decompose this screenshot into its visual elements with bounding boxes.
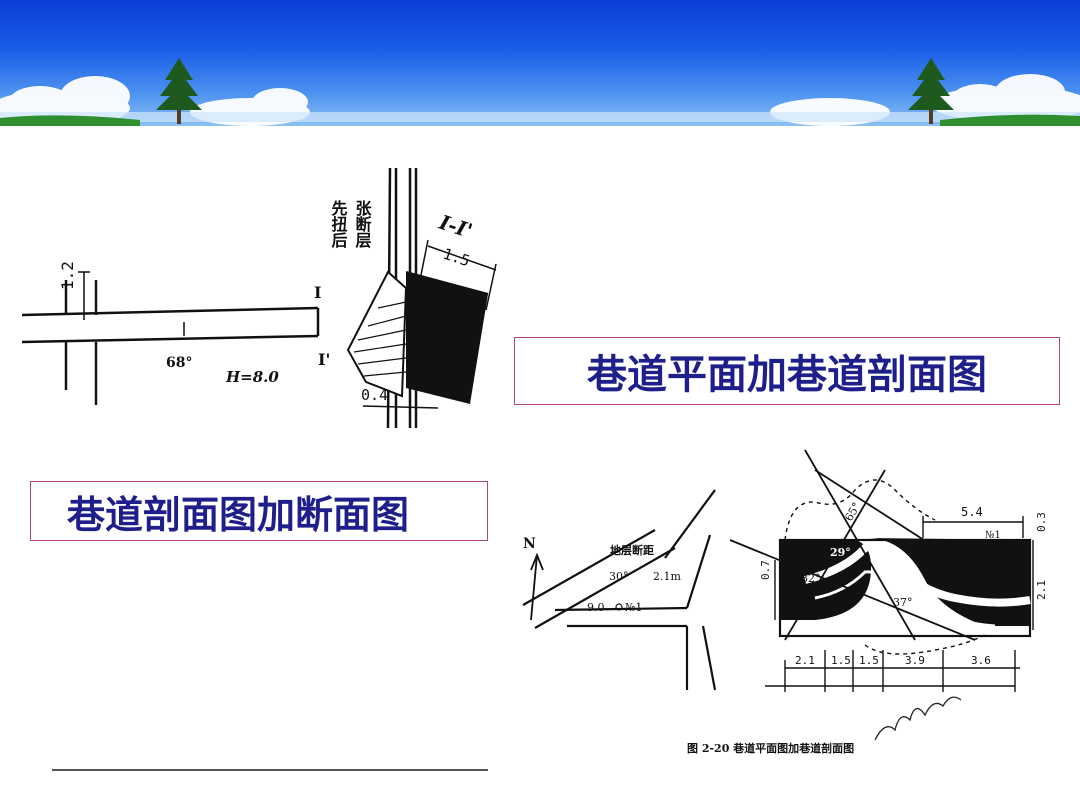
bottom-dim-2: 1.5 [831,654,851,667]
footer-divider [52,769,488,771]
angle-37-label: 37° [893,596,913,609]
section-profile-title: 巷道剖面图加断面图 [67,491,410,537]
mark-i: I [314,283,321,302]
tunnel-plan-drawing: N 地层断距 30° 2.1m 9.0 №1 29° 32° 37° 65° [522,449,1048,755]
bottom-dim-1: 2.1 [795,654,815,667]
seam-label-left: №1 [625,601,642,614]
angle-label: 68° [166,355,192,371]
bottom-dim-4: 3.9 [905,654,925,667]
north-arrow-icon [530,552,544,621]
tree-icon [156,58,202,124]
grass-left [0,115,140,126]
header-banner [0,0,1080,126]
dim-side-label: 1.2 [58,261,77,290]
dim-07-label: 0.7 [759,560,772,580]
fault-stack-col1: 先扭后 [329,199,348,249]
dim-03-label: 0.3 [1035,512,1048,532]
tunnel-section-drawing: 1.2 68° H=8.0 I I' I-I' 1.5 0.4 先扭后 张断层 [21,167,497,429]
dim-bottom-label: 0.4 [361,386,388,404]
tree-icon [908,58,954,124]
plan-section-title: 巷道平面加巷道剖面图 [587,351,987,398]
angle-32-label: 32° [801,572,821,585]
height-label: H=8.0 [225,368,279,386]
bottom-dim-5: 3.6 [971,654,991,667]
plan-section-title-box: 巷道平面加巷道剖面图 [514,337,1060,405]
angle-29-label: 29° [830,546,851,559]
dim-54-label: 5.4 [961,505,983,519]
section-profile-title-box: 巷道剖面图加断面图 [30,481,488,541]
dim-top-label: 1.5 [441,245,472,270]
north-label: N [523,536,536,552]
section-mark-label: I-I' [436,210,476,243]
dist-21m-label: 2.1m [653,570,681,583]
fault-distance-label: 地层断距 [610,543,654,557]
grass-right [940,114,1080,126]
figure-caption: 图 2-20 巷道平面图加巷道剖面图 [687,741,854,755]
dim-21-side-label: 2.1 [1035,580,1048,600]
fault-stack-col2: 张断层 [353,200,372,249]
angle-30-label: 30° [609,570,629,583]
banner-graphic [0,58,1080,126]
dist-90-label: 9.0 [587,601,605,614]
seam-label-right: №1 [985,530,1001,541]
seam-black-block [406,272,488,404]
bottom-dim-3: 1.5 [859,654,879,667]
mark-i-prime: I' [318,350,330,369]
handwriting-scribble [874,696,962,741]
